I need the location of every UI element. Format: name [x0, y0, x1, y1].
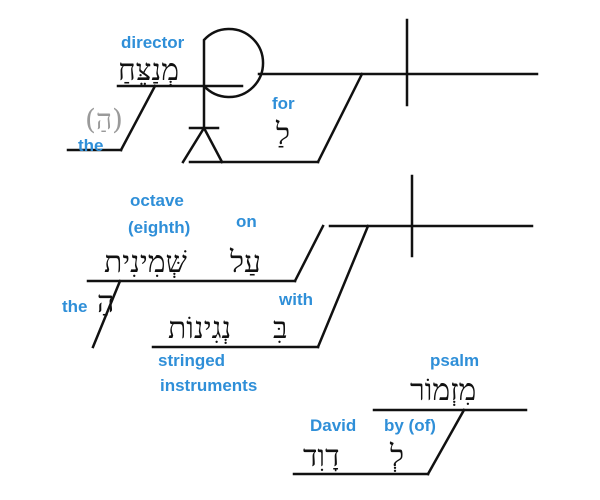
clause-3: psalm מִזְמוֹר David by (of) דָוִד לְ — [292, 351, 528, 476]
on-gloss: on — [236, 212, 257, 231]
clause-1: director מְנַצֵּחַ (הַ) the for לַ — [66, 18, 539, 164]
the-gloss-1: the — [78, 136, 104, 155]
article-modifier-line-2 — [91, 279, 122, 349]
by-hebrew: לְ — [389, 439, 404, 474]
with-hebrew: בִּ — [273, 311, 287, 346]
david-gloss: David — [310, 416, 356, 435]
stringed-gloss: stringed — [158, 351, 225, 370]
for-hebrew: לַ — [275, 117, 290, 152]
psalm-hebrew: מִזְמוֹר — [410, 373, 476, 408]
david-hebrew: דָוִד — [303, 439, 340, 474]
on-slant — [293, 224, 325, 283]
instruments-hebrew: נְגִינוֹת — [168, 311, 231, 346]
the-gloss-2: the — [62, 297, 88, 316]
on-hebrew: עַל — [229, 245, 261, 280]
director-gloss: director — [121, 33, 185, 52]
director-hebrew: מְנַצֵּחַ — [118, 53, 179, 88]
with-slant — [316, 224, 370, 349]
clause-2: octave (eighth) on שְּׁמִינִית עַל the ה… — [62, 174, 534, 395]
psalm-gloss: psalm — [430, 351, 479, 370]
instruments-gloss: instruments — [160, 376, 257, 395]
article-hebrew-2: הַ — [97, 285, 114, 320]
by-of-gloss: by (of) — [384, 416, 436, 435]
octave-gloss: octave — [130, 191, 184, 210]
article-hebrew-implied: (הַ) — [85, 103, 123, 136]
for-gloss: for — [272, 94, 295, 113]
prep-slant-1 — [316, 72, 364, 164]
by-slant — [426, 408, 466, 476]
eighth-gloss: (eighth) — [128, 218, 190, 237]
article-modifier-line-1 — [119, 84, 157, 152]
with-gloss: with — [278, 290, 313, 309]
implied-subject-figure — [181, 27, 265, 164]
octave-hebrew: שְּׁמִינִית — [104, 245, 187, 280]
